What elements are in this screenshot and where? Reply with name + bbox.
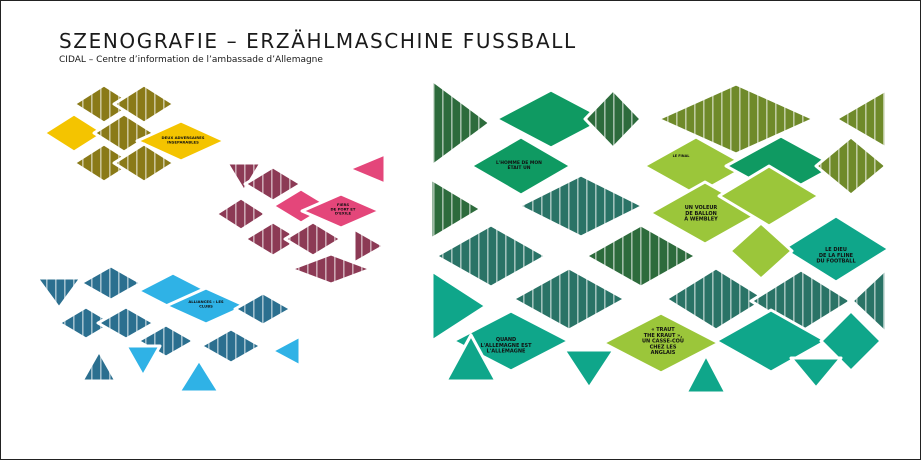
yellow-photo-tile-1-photo-texture xyxy=(74,85,134,123)
diamond-tiles-group xyxy=(35,78,891,395)
teal-photo-tri-2-photo-texture xyxy=(852,269,886,333)
green-photo-tile-4-photo-texture xyxy=(586,225,696,287)
green-label-small: LE FINAL xyxy=(673,154,691,158)
green-photo-tile-1-photo-texture xyxy=(585,90,641,148)
green-text-tile-6 xyxy=(717,164,821,228)
yellow-text-tile-2 xyxy=(135,119,227,163)
blue-photo-tile-6-photo-texture xyxy=(201,329,261,363)
green-text-tile-2 xyxy=(469,135,573,197)
teal-photo-tile-4-photo-texture xyxy=(666,268,766,330)
green-tile-7 xyxy=(728,221,794,281)
blue-photo-tri-1-photo-texture xyxy=(37,278,81,308)
page-subtitle: CIDAL – Centre d’information de l’ambass… xyxy=(59,55,323,65)
pink-photo-tile-5-photo-texture xyxy=(291,254,371,284)
pink-photo-tile-1-photo-texture xyxy=(245,167,301,201)
blue-photo-tile-1-photo-texture xyxy=(81,266,141,300)
blue-photo-tile-3-photo-texture xyxy=(59,307,113,339)
teal-tile-4 xyxy=(819,309,883,373)
teal-tri-1 xyxy=(430,269,488,343)
pink-photo-tile-3-photo-texture xyxy=(245,222,301,256)
teal-tri-5 xyxy=(444,333,498,383)
yellow-photo-tile-5-photo-texture xyxy=(114,144,174,182)
page-title: SZENOGRAFIE – ERZÄHLMASCHINE FUSSBALL xyxy=(59,29,577,53)
green-photo-tri-2-photo-texture xyxy=(836,90,886,148)
pink-tri-1 xyxy=(347,152,387,186)
green-photo-tri-3-photo-texture xyxy=(431,179,481,239)
blue-tri-1 xyxy=(124,344,162,378)
teal-photo-tile-1-photo-texture xyxy=(519,175,643,237)
teal-tri-8 xyxy=(789,356,843,390)
pink-photo-tile-2-photo-texture xyxy=(216,198,266,230)
yellow-photo-tile-2-photo-texture xyxy=(114,85,174,123)
teal-photo-tile-3-photo-texture xyxy=(513,268,625,330)
green-photo-tile-3-photo-texture xyxy=(816,137,886,195)
blue-photo-tile-2-photo-texture xyxy=(235,293,291,325)
blue-tri-3 xyxy=(270,334,302,368)
pink-text-tile-2 xyxy=(300,192,382,230)
green-photo-tri-1-photo-texture xyxy=(432,80,490,166)
blue-tri-2 xyxy=(177,358,221,394)
pink-photo-tri-1-photo-texture xyxy=(227,163,261,191)
blue-photo-tile-4-photo-texture xyxy=(98,307,154,339)
teal-tri-6 xyxy=(562,348,616,390)
pink-photo-tri-2-photo-texture xyxy=(354,229,384,263)
pink-photo-tile-4-photo-texture xyxy=(285,222,341,256)
blue-photo-tri-2-photo-texture xyxy=(82,351,116,381)
teal-text-tile-1 xyxy=(781,214,891,284)
teal-tri-7 xyxy=(684,353,728,395)
yellow-photo-tile-4-photo-texture xyxy=(74,144,134,182)
teal-photo-tile-2-photo-texture xyxy=(436,225,546,287)
